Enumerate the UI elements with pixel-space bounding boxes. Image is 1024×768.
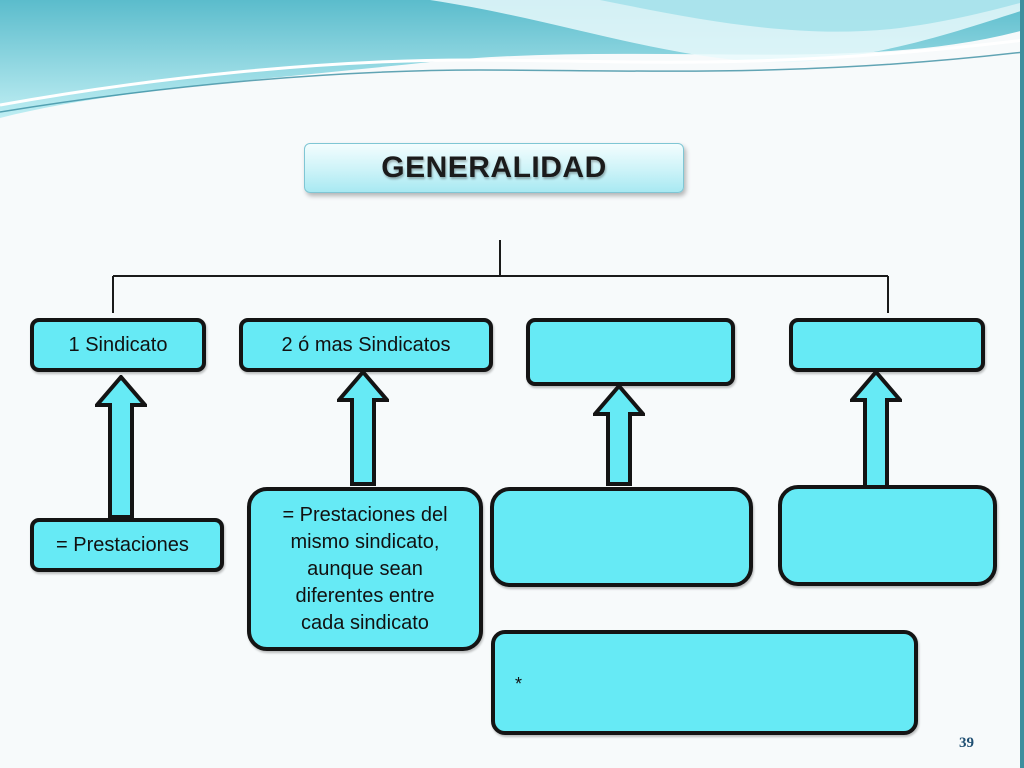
text-line: aunque sean bbox=[307, 557, 423, 580]
label-equal-benefits: = Prestaciones bbox=[56, 533, 189, 556]
label-two-unions: 2 ó mas Sindicatos bbox=[281, 333, 451, 356]
box-benefits-same-union: = Prestaciones del mismo sindicato, aunq… bbox=[247, 487, 483, 651]
text-line: diferentes entre bbox=[295, 584, 435, 607]
right-frame-border bbox=[1020, 0, 1024, 768]
page-title: GENERALIDAD bbox=[381, 151, 607, 184]
box-empty-bottom-4 bbox=[778, 485, 997, 586]
page-number: 39 bbox=[959, 735, 974, 751]
box-equal-benefits: = Prestaciones bbox=[30, 518, 224, 572]
header-wave-decoration bbox=[0, 0, 1024, 118]
title-box: GENERALIDAD bbox=[304, 143, 684, 193]
up-arrow-icon bbox=[593, 384, 645, 486]
note-box: * bbox=[491, 630, 918, 735]
box-two-unions: 2 ó mas Sindicatos bbox=[239, 318, 493, 372]
up-arrow-icon bbox=[850, 370, 902, 490]
text-line: mismo sindicato, bbox=[290, 530, 440, 553]
box-empty-3 bbox=[526, 318, 735, 386]
up-arrow-icon bbox=[337, 370, 389, 486]
box-one-union: 1 Sindicato bbox=[30, 318, 206, 372]
box-empty-4 bbox=[789, 318, 985, 372]
up-arrow-icon bbox=[95, 375, 147, 519]
text-line: cada sindicato bbox=[301, 611, 429, 634]
box-empty-bottom-3 bbox=[490, 487, 753, 587]
label-benefits-same-union: = Prestaciones del mismo sindicato, aunq… bbox=[282, 502, 447, 637]
text-line: = Prestaciones del bbox=[282, 503, 448, 526]
note-asterisk: * bbox=[515, 674, 523, 694]
label-one-union: 1 Sindicato bbox=[68, 333, 168, 356]
